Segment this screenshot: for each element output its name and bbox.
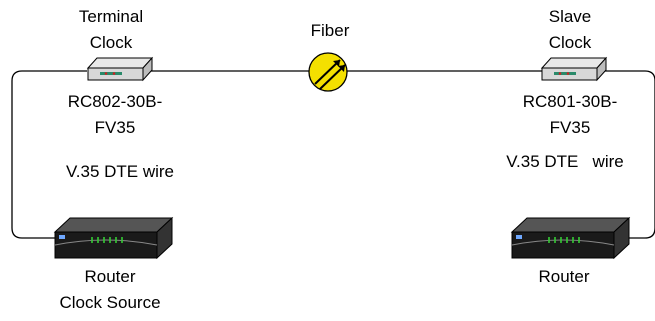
left-wire-label: V.35 DTE wire bbox=[65, 162, 175, 181]
right-router bbox=[510, 216, 631, 260]
fiber-label: Fiber bbox=[310, 21, 350, 40]
terminal-device-model-line2: FV35 bbox=[94, 118, 136, 137]
terminal-device-model-line1: RC802-30B- bbox=[67, 92, 163, 111]
terminal-clock-device bbox=[86, 56, 154, 82]
right-router-label: Router bbox=[538, 267, 590, 286]
right-wire-label: V.35 DTE wire bbox=[506, 152, 624, 171]
terminal-clock-label-line1: Terminal bbox=[78, 7, 144, 26]
fiber-icon bbox=[308, 52, 348, 92]
left-router-label: Router bbox=[84, 267, 136, 286]
slave-device-model-line1: RC801-30B- bbox=[522, 92, 618, 111]
slave-clock-label-line2: Clock bbox=[548, 33, 592, 52]
slave-device-model-line2: FV35 bbox=[549, 118, 591, 137]
slave-clock-device bbox=[540, 56, 608, 82]
slave-clock-label-line1: Slave bbox=[548, 7, 592, 26]
right-v35-wire bbox=[600, 70, 655, 239]
terminal-clock-label-line2: Clock bbox=[89, 33, 133, 52]
clock-source-label: Clock Source bbox=[59, 293, 161, 312]
left-router bbox=[53, 216, 174, 260]
left-v35-wire bbox=[11, 70, 87, 239]
